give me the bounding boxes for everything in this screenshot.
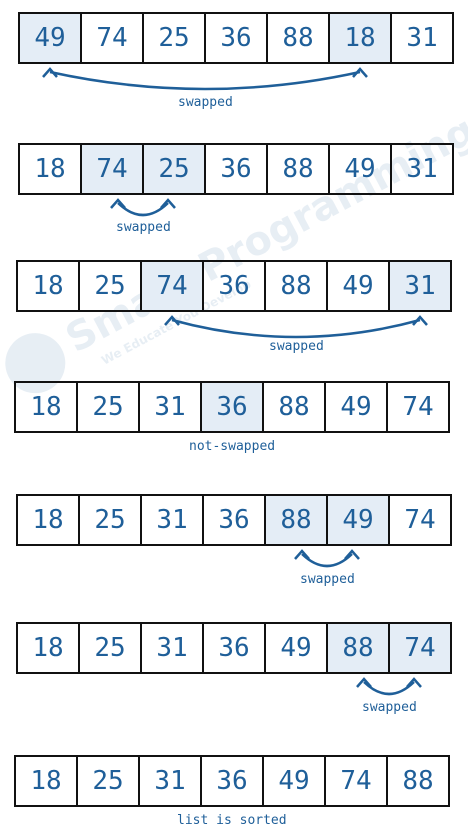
arrowhead-icon bbox=[110, 198, 126, 209]
arrowhead-icon bbox=[406, 677, 422, 688]
step-caption: swapped bbox=[178, 95, 233, 110]
swap-arrow bbox=[301, 553, 353, 568]
array-cell: 88 bbox=[266, 143, 330, 195]
swap-arrow bbox=[49, 70, 361, 91]
array-cell: 74 bbox=[386, 381, 450, 433]
array-cell: 18 bbox=[328, 12, 392, 64]
array-cell: 49 bbox=[264, 622, 328, 674]
step-caption: swapped bbox=[362, 700, 417, 715]
arrowhead-icon bbox=[352, 67, 368, 78]
array-cell: 25 bbox=[78, 260, 142, 312]
array-cell: 31 bbox=[140, 622, 204, 674]
array-cell: 25 bbox=[142, 12, 206, 64]
array-cell: 31 bbox=[388, 260, 452, 312]
array-cell: 49 bbox=[326, 494, 390, 546]
array-cell: 88 bbox=[326, 622, 390, 674]
array-cell: 88 bbox=[386, 755, 450, 807]
arrowhead-icon bbox=[164, 315, 180, 326]
array-cell: 74 bbox=[324, 755, 388, 807]
array-cell: 74 bbox=[388, 494, 452, 546]
array-cell: 31 bbox=[390, 12, 454, 64]
arrowhead-icon bbox=[294, 549, 310, 560]
array-cell: 25 bbox=[142, 143, 206, 195]
array-cell: 18 bbox=[14, 755, 78, 807]
array-cell: 74 bbox=[388, 622, 452, 674]
arrowhead-icon bbox=[42, 67, 58, 78]
array-cell: 74 bbox=[140, 260, 204, 312]
step-caption: swapped bbox=[300, 572, 355, 587]
array-cell: 18 bbox=[16, 494, 80, 546]
watermark-logo-icon bbox=[5, 333, 66, 394]
step-caption: list is sorted bbox=[177, 813, 287, 828]
arrowhead-icon bbox=[356, 677, 372, 688]
swap-arrow bbox=[171, 318, 421, 339]
step-caption: swapped bbox=[269, 339, 324, 354]
arrowhead-icon bbox=[160, 198, 176, 209]
swap-arrow bbox=[117, 202, 169, 217]
swap-arrow bbox=[363, 681, 415, 696]
arrowhead-icon bbox=[344, 549, 360, 560]
array-cell: 18 bbox=[14, 381, 78, 433]
array-cell: 36 bbox=[200, 381, 264, 433]
step-caption: swapped bbox=[116, 220, 171, 235]
step-caption: not-swapped bbox=[189, 439, 276, 454]
arrowhead-icon bbox=[412, 315, 428, 326]
array-cell: 31 bbox=[390, 143, 454, 195]
array-cell: 74 bbox=[80, 143, 144, 195]
